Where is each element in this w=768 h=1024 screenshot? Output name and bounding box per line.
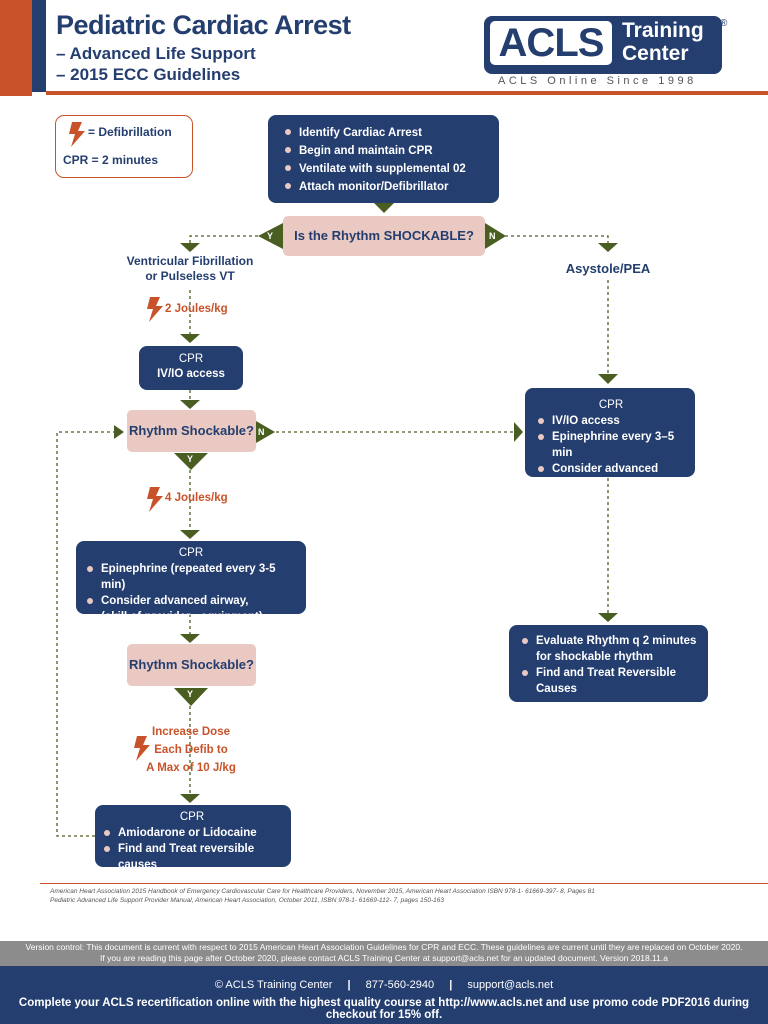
eval-item: Evaluate Rhythm q 2 minutes for shockabl… [519, 633, 698, 665]
shock-1: 2 Joules/kg [165, 303, 228, 315]
shock-3-line-3: A Max of 10 J/kg [146, 762, 236, 774]
promo-text: Complete your ACLS recertification onlin… [18, 997, 750, 1021]
connector-loop-back [56, 431, 114, 837]
right-cpr-item: Consider advanced airway [535, 461, 687, 493]
vf-line-2: or Pulseless VT [145, 269, 235, 283]
cpr-box-2: CPR Epinephrine (repeated every 3-5 min)… [76, 541, 306, 623]
yes-label: Y [267, 231, 274, 241]
start-box: Identify Cardiac Arrest Begin and mainta… [268, 115, 499, 203]
no-label: N [258, 427, 265, 437]
vf-label: Ventricular Fibrillation or Pulseless VT [100, 254, 280, 284]
arrowhead [598, 613, 618, 622]
decision-main: Is the Rhythm SHOCKABLE? [283, 216, 485, 256]
shock-2: 4 Joules/kg [165, 492, 228, 504]
yes-label: Y [187, 454, 194, 464]
cpr-1-line: IV/IO access [157, 368, 225, 380]
page-subtitle-1: – Advanced Life Support [56, 44, 256, 63]
cpr-3-item: Find and Treat reversible causes [101, 841, 283, 873]
cpr-box-1: CPR IV/IO access [139, 346, 243, 390]
logo-training: Training [622, 19, 704, 42]
shock-3-line-2: Each Defib to [154, 744, 228, 756]
yes-marker-main [258, 223, 283, 249]
cpr-2-item: Epinephrine (repeated every 3-5 min) [84, 561, 298, 593]
cpr-2-head: CPR [178, 547, 204, 559]
cpr-1-head: CPR [178, 353, 204, 365]
arrowhead [180, 794, 200, 803]
email-link[interactable]: support@acls.net [467, 979, 554, 991]
arrowhead [180, 243, 200, 252]
right-cpr-item: IV/IO access [535, 413, 687, 429]
start-item: Identify Cardiac Arrest [282, 124, 489, 142]
header-accent-strip [0, 0, 32, 96]
legend-defib: = Defibrillation [88, 125, 172, 139]
lightning-bolt-icon [147, 297, 163, 322]
page-title: Pediatric Cardiac Arrest [56, 10, 351, 40]
shock-3-line-1: Increase Dose [152, 726, 230, 738]
arrowhead [374, 203, 394, 213]
references: American Heart Association 2015 Handbook… [50, 887, 595, 905]
lightning-bolt-icon [147, 487, 163, 512]
arrowhead [180, 530, 200, 539]
header-divider [46, 91, 768, 95]
legend-box [55, 115, 193, 178]
lightning-bolt-icon [69, 122, 85, 147]
arrowhead [114, 425, 124, 439]
lightning-bolt-icon [134, 736, 150, 761]
cpr-3-item: Amiodarone or Lidocaine [101, 825, 283, 841]
arrowhead [598, 243, 618, 252]
no-marker-decision2 [256, 421, 275, 443]
decision-2: Rhythm Shockable? [127, 410, 256, 452]
right-cpr-box: CPR IV/IO access Epinephrine every 3–5 m… [525, 388, 695, 491]
arrowhead [514, 422, 523, 442]
start-item: Attach monitor/Defibrillator [282, 178, 489, 196]
separator: | [449, 979, 453, 991]
cpr-box-3: CPR Amiodarone or Lidocaine Find and Tre… [95, 805, 291, 871]
reference-2: Pediatric Advanced Life Support Provider… [50, 897, 444, 904]
decision-3: Rhythm Shockable? [127, 644, 256, 686]
arrowhead [598, 374, 618, 384]
logo-acls: ACLS [490, 21, 612, 65]
separator: | [347, 979, 351, 991]
version-line-2: If you are reading this page after Octob… [100, 953, 668, 963]
eval-item: Find and Treat Reversible Causes [519, 665, 698, 697]
connector-no-asystole [505, 235, 609, 246]
vf-line-1: Ventricular Fibrillation [126, 254, 254, 268]
connector-yes-vf [189, 235, 258, 246]
eval-box: Evaluate Rhythm q 2 minutes for shockabl… [509, 625, 708, 702]
no-label: N [489, 231, 496, 241]
phone[interactable]: 877-560-2940 [365, 979, 435, 991]
copyright: © ACLS Training Center [214, 979, 333, 991]
footer-bar [0, 966, 768, 1024]
start-item: Ventilate with supplemental 02 [282, 160, 489, 178]
references-divider [40, 883, 768, 884]
arrowhead [180, 400, 200, 409]
logo-tagline: ACLS Online Since 1998 [498, 75, 697, 87]
right-cpr-item: Epinephrine every 3–5 min [535, 429, 687, 461]
yes-marker-decision3 [174, 688, 208, 706]
asystole-label: Asystole/PEA [565, 261, 651, 276]
legend-cpr: CPR = 2 minutes [63, 153, 159, 167]
shock-3: Increase Dose Each Defib to A Max of 10 … [146, 723, 236, 777]
cpr-3-head: CPR [179, 811, 205, 823]
contact-line: © ACLS Training Center | 877-560-2940 | … [0, 979, 768, 991]
cpr-2-item: Consider advanced airway, [84, 593, 298, 609]
start-item: Begin and maintain CPR [282, 142, 489, 160]
reference-1: American Heart Association 2015 Handbook… [50, 888, 595, 895]
yes-marker-decision2 [174, 453, 208, 470]
yes-label: Y [187, 689, 194, 699]
header-blue-strip [32, 0, 46, 92]
arrowhead [180, 634, 200, 643]
arrowhead [180, 334, 200, 343]
cpr-2-extra: (skill of provider - equipment) [101, 611, 263, 623]
logo-center: Center [622, 42, 689, 65]
right-cpr-head: CPR [598, 399, 624, 411]
version-line-1: Version control: This document is curren… [25, 942, 743, 952]
logo-registered: ® [720, 18, 728, 29]
no-marker-main [485, 223, 506, 249]
page-subtitle-2: – 2015 ECC Guidelines [56, 65, 241, 84]
version-banner: Version control: This document is curren… [0, 941, 768, 966]
